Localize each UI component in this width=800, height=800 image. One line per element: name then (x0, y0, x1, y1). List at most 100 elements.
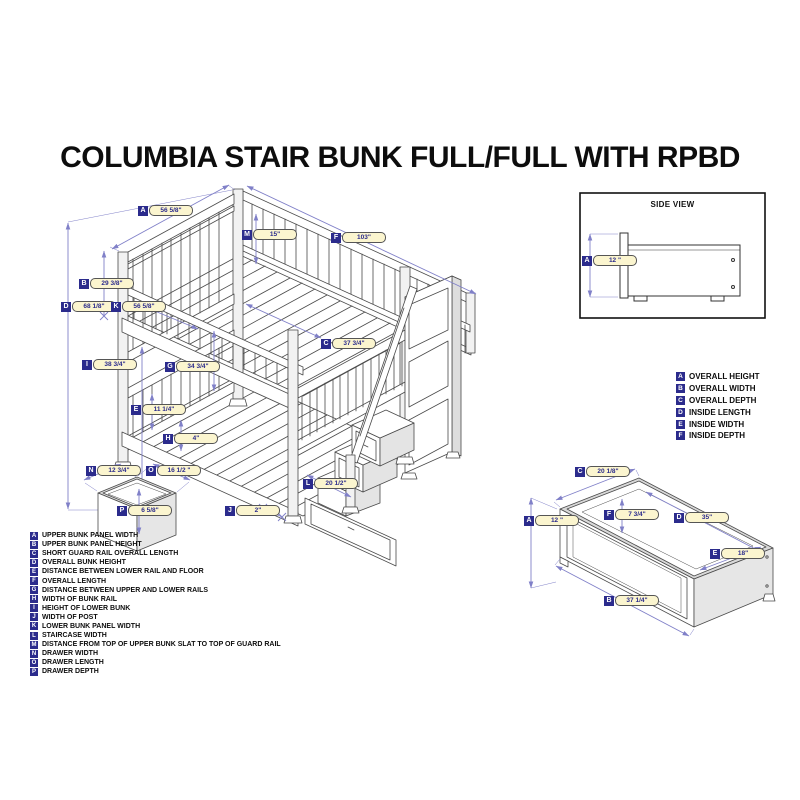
dim-letter: A (582, 255, 592, 266)
dim-letter: C (321, 338, 331, 349)
legend-item: F INSIDE DEPTH (676, 430, 760, 442)
dim-letter: E (710, 548, 720, 559)
dim-letter: A (524, 515, 534, 526)
dim-letter: D (674, 512, 684, 523)
legend-letter: M (30, 640, 38, 649)
dim-value: 20 1/2" (314, 478, 358, 489)
legend-letter: C (676, 395, 685, 405)
legend-item: M DISTANCE FROM TOP OF UPPER BUNK SLAT TO… (30, 640, 281, 649)
legend-letter: E (30, 567, 38, 576)
legend-label: SHORT GUARD RAIL OVERALL LENGTH (42, 550, 179, 558)
dim-value: 7 3/4" (615, 509, 659, 520)
legend-letter: D (30, 558, 38, 567)
legend-label: STAIRCASE WIDTH (42, 632, 107, 640)
legend-label: DRAWER DEPTH (42, 668, 99, 676)
dim-value: 56 5/8" (122, 301, 166, 312)
legend-label: OVERALL WIDTH (689, 384, 756, 394)
legend-letter: A (676, 372, 685, 382)
dim-letter: C (575, 466, 585, 477)
dim-value: 12 " (593, 255, 637, 266)
legend-label: LOWER BUNK PANEL WIDTH (42, 622, 141, 630)
legend-letter: N (30, 649, 38, 658)
legend-letter: I (30, 604, 38, 613)
dim-value: 56 5/8" (149, 205, 193, 216)
legend-item: A UPPER BUNK PANEL WIDTH (30, 531, 281, 540)
legend-label: UPPER BUNK PANEL WIDTH (42, 532, 139, 540)
legend-letter: A (30, 531, 38, 540)
dim-letter: A (138, 205, 148, 216)
dim-letter: G (165, 361, 175, 372)
legend-label: UPPER BUNK PANEL HEIGHT (42, 541, 142, 549)
legend-letter: O (30, 658, 38, 667)
legend-label: INSIDE DEPTH (689, 431, 746, 441)
dim-letter: I (82, 359, 92, 370)
legend-letter: G (30, 586, 38, 595)
dim-value: 16 1/2 " (157, 465, 201, 476)
legend-label: DISTANCE BETWEEN LOWER RAIL AND FLOOR (42, 568, 204, 576)
legend-label: WIDTH OF POST (42, 613, 98, 621)
legend-letter: F (676, 431, 685, 441)
dim-value: 6 5/8" (128, 505, 172, 516)
legend-item: P DRAWER DEPTH (30, 667, 281, 676)
legend-letter: E (676, 419, 685, 429)
dim-letter: O (146, 465, 156, 476)
dim-letter: E (131, 404, 141, 415)
bed-legend: A UPPER BUNK PANEL WIDTH B UPPER BUNK PANE… (30, 531, 281, 677)
legend-label: INSIDE LENGTH (689, 407, 751, 417)
dim-value: 37 1/4" (615, 595, 659, 606)
legend-label: OVERALL DEPTH (689, 395, 757, 405)
dim-letter: B (79, 278, 89, 289)
dim-value: 20 1/8" (586, 466, 630, 477)
dim-value: 38 3/4" (93, 359, 137, 370)
dim-value: 34 3/4" (176, 361, 220, 372)
legend-item: B UPPER BUNK PANEL HEIGHT (30, 540, 281, 549)
dim-value: 18" (721, 548, 765, 559)
side-view-drawing (579, 192, 766, 319)
legend-letter: B (30, 540, 38, 549)
legend-label: DISTANCE FROM TOP OF UPPER BUNK SLAT TO … (42, 641, 281, 649)
legend-item: N DRAWER WIDTH (30, 649, 281, 658)
legend-letter: C (30, 549, 38, 558)
dim-value: 68 1/8" (72, 301, 116, 312)
dim-value: 4" (174, 433, 218, 444)
legend-letter: L (30, 631, 38, 640)
legend-item: G DISTANCE BETWEEN UPPER AND LOWER RAILS (30, 586, 281, 595)
legend-label: DRAWER LENGTH (42, 659, 104, 667)
legend-letter: H (30, 595, 38, 604)
legend-item: O DRAWER LENGTH (30, 658, 281, 667)
dim-value: 103" (342, 232, 386, 243)
dim-letter: J (225, 505, 235, 516)
dim-value: 29 3/8" (90, 278, 134, 289)
legend-item: L STAIRCASE WIDTH (30, 631, 281, 640)
legend-letter: P (30, 667, 38, 676)
legend-label: DRAWER WIDTH (42, 650, 98, 658)
legend-label: OVERALL LENGTH (42, 577, 107, 585)
dim-letter: P (117, 505, 127, 516)
legend-letter: D (676, 407, 685, 417)
legend-label: DISTANCE BETWEEN UPPER AND LOWER RAILS (42, 586, 209, 594)
